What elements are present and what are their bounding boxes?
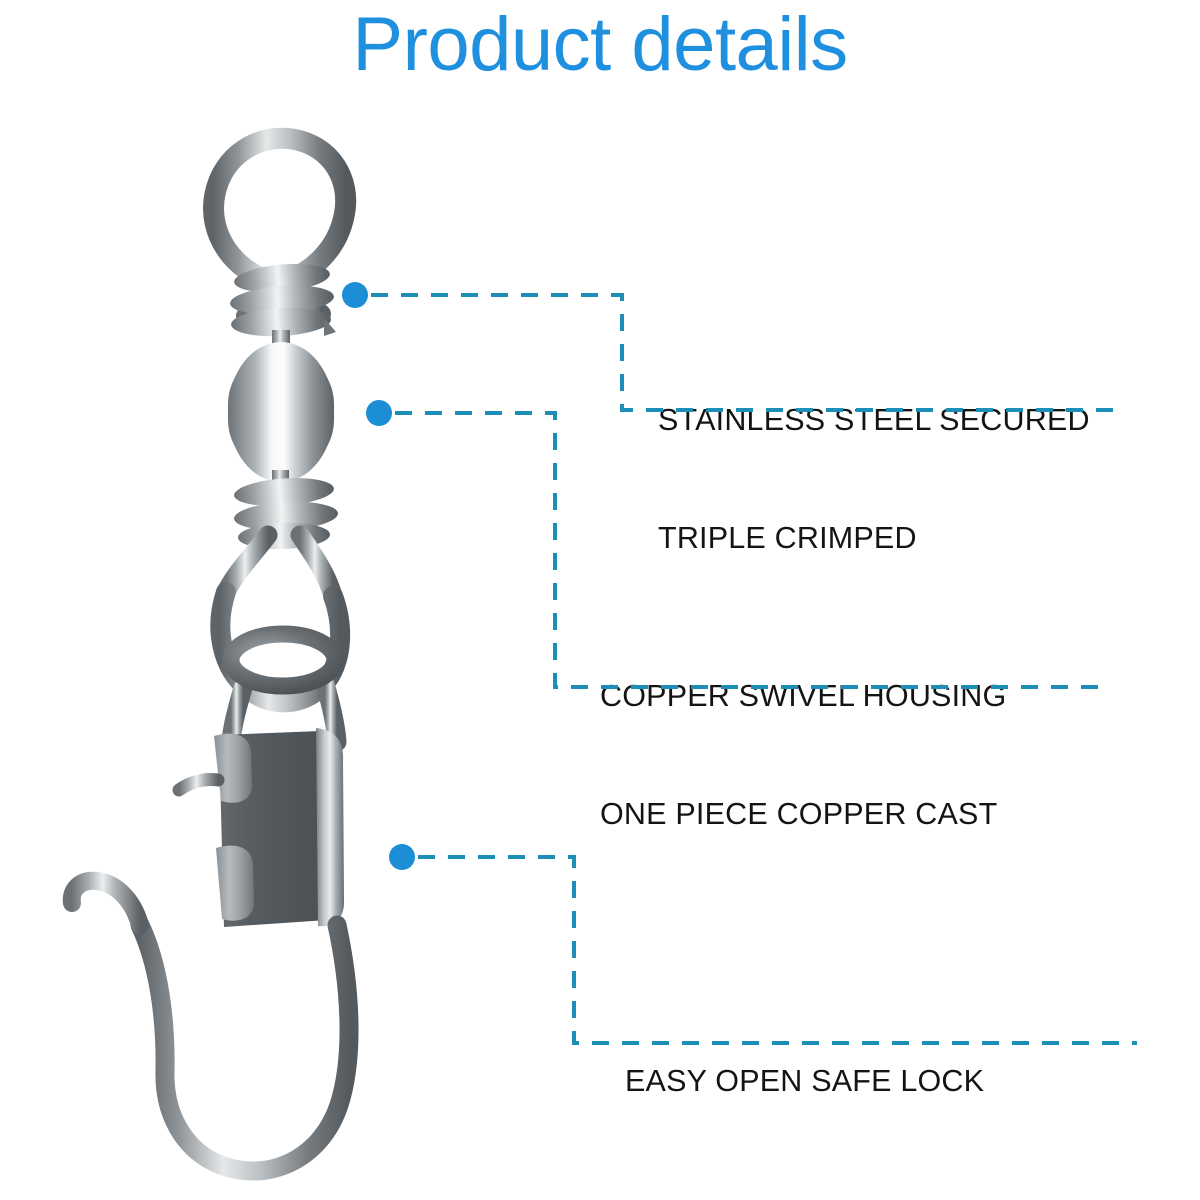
- callout-dot-stainless-steel[interactable]: [342, 282, 368, 308]
- callout-dot-copper-swivel[interactable]: [366, 400, 392, 426]
- callout-line-2: TRIPLE CRIMPED: [658, 520, 917, 555]
- callout-label-safe-lock: EASY OPEN SAFE LOCK: [625, 983, 984, 1180]
- copper-barrel-swivel-body: [228, 330, 334, 492]
- callout-line-2: ONE PIECE COPPER CAST: [600, 796, 998, 831]
- callout-line-1: COPPER SWIVEL HOUSING: [600, 678, 1007, 713]
- page-title: Product details: [352, 2, 848, 87]
- callout-line-1: EASY OPEN SAFE LOCK: [625, 1063, 985, 1098]
- connector-line-copper-swivel: [395, 411, 1107, 689]
- connector-ring: [222, 625, 344, 695]
- callout-dot-safe-lock[interactable]: [389, 844, 415, 870]
- connector-line-safe-lock: [418, 855, 1137, 1045]
- safe-lock-plate: [172, 728, 345, 927]
- connector-line-stainless-steel: [371, 293, 1120, 412]
- callout-label-copper-swivel: COPPER SWIVEL HOUSING ONE PIECE COPPER C…: [600, 598, 1006, 913]
- snap-wire-hook: [62, 871, 359, 1181]
- triple-crimp-coils-upper: [230, 263, 336, 337]
